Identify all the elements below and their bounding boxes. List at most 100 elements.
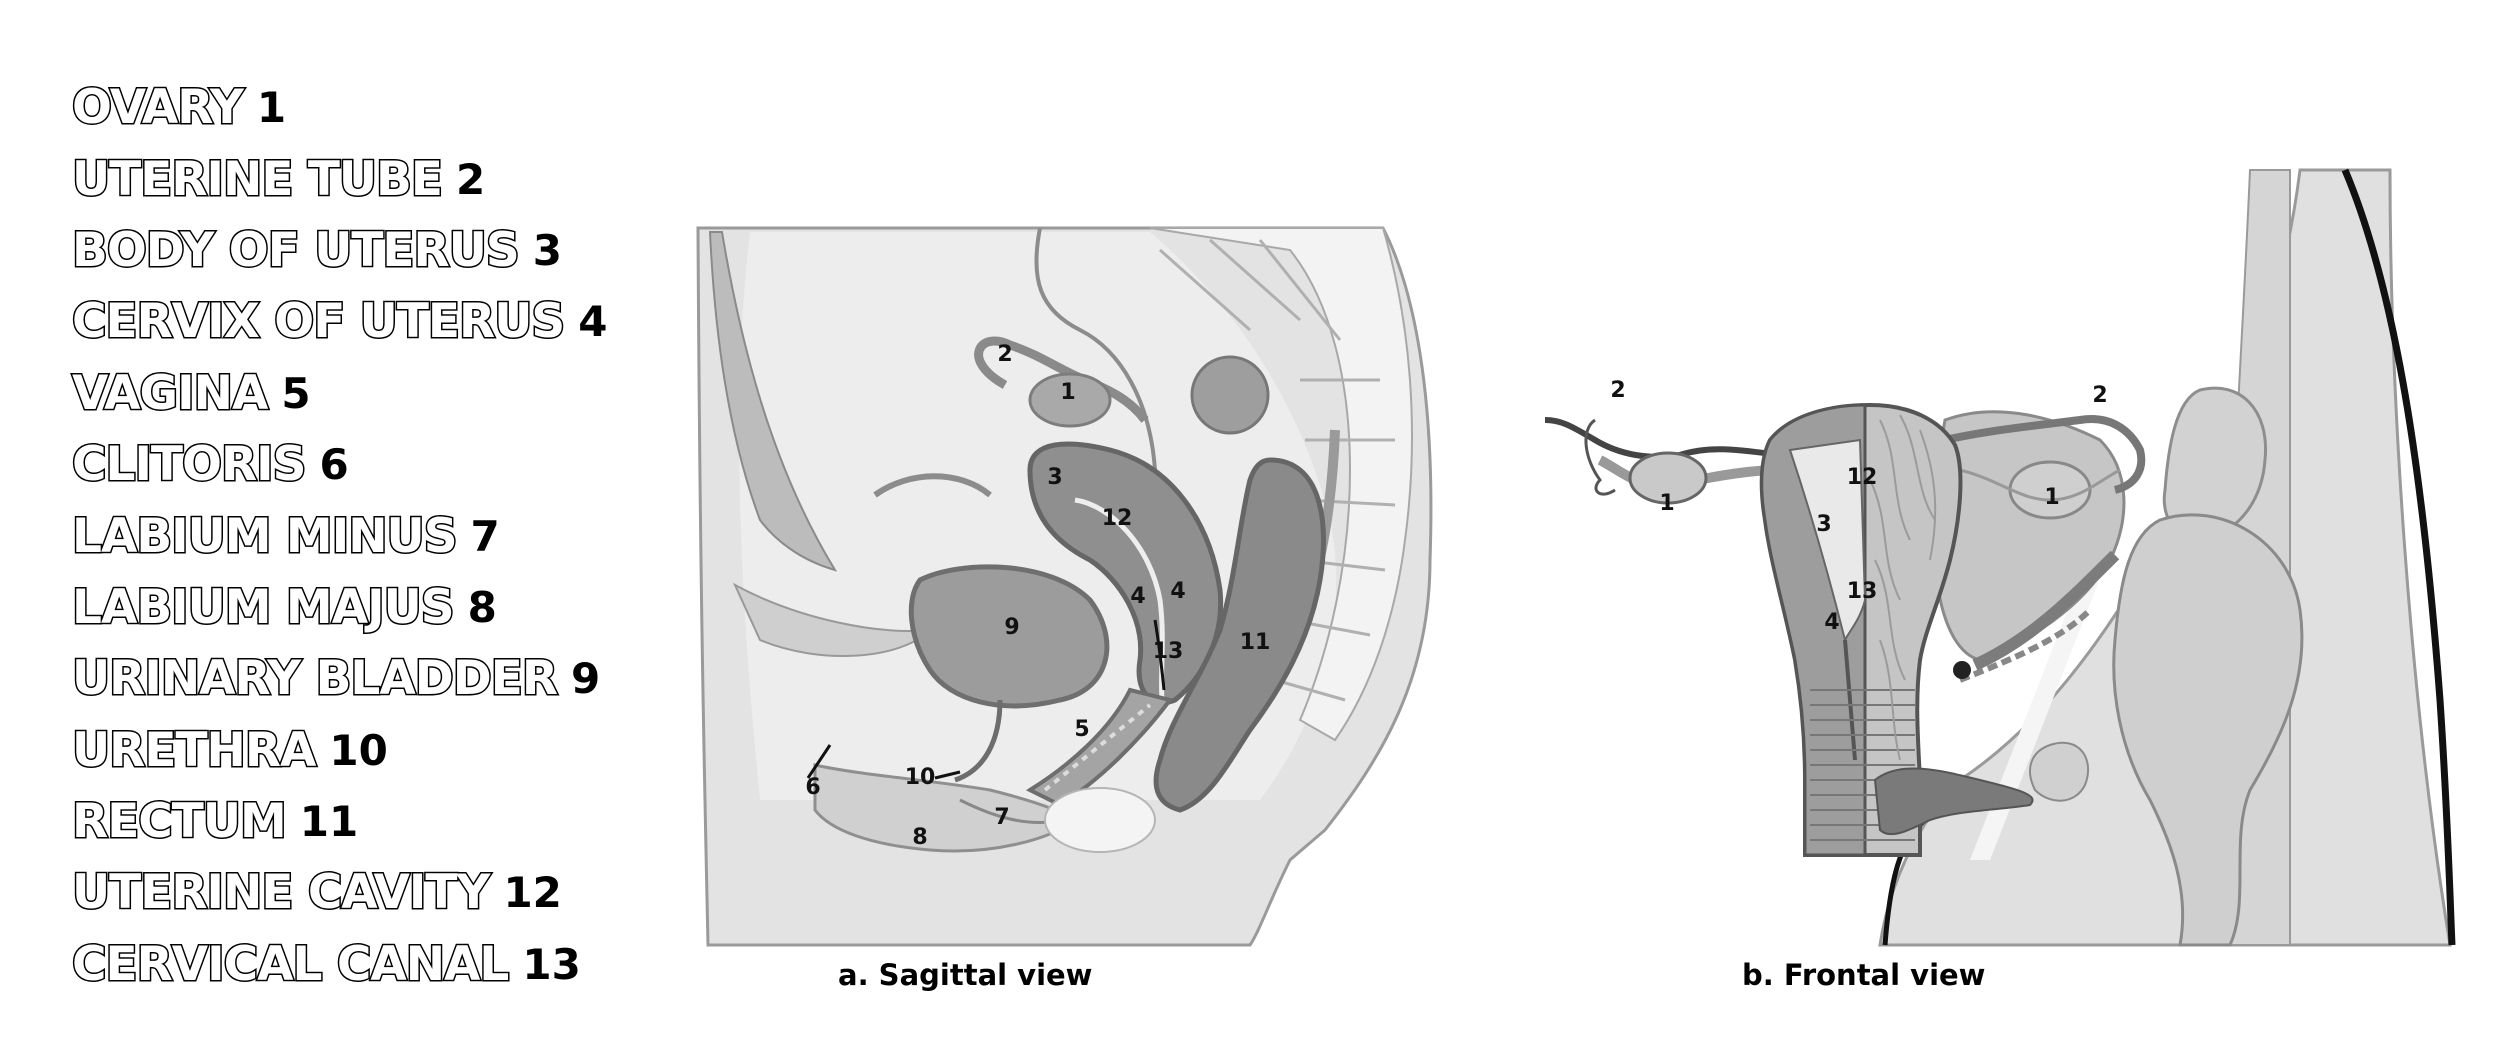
legend-item-number: 6 <box>319 440 349 490</box>
label-canal-sagittal: 13 <box>1153 639 1184 664</box>
sagittal-uterine-tube <box>974 336 1149 423</box>
frontal-vasculature <box>1869 414 1937 761</box>
label-body-sagittal: 3 <box>1047 465 1062 490</box>
vaginal-rugae <box>1043 703 1152 792</box>
colon-section <box>1190 355 1270 435</box>
legend-item-number: 2 <box>455 154 486 204</box>
legend-item-number: 8 <box>467 582 497 632</box>
label-tube-right-frontal: 2 <box>2092 383 2107 408</box>
legend-item-name: CERVICAL CANAL <box>70 935 510 993</box>
broad-ligament <box>1932 410 2126 662</box>
sagittal-uterus <box>1027 441 1224 706</box>
ischium <box>2029 741 2090 802</box>
sagittal-leader-lines <box>806 619 1166 780</box>
frontal-cavity <box>1788 438 1867 643</box>
legend-item-name: LABIUM MINUS <box>71 507 460 565</box>
label-ovary-left-frontal: 1 <box>1659 491 1674 516</box>
legend-item-name: OVARY <box>71 79 246 137</box>
sagittal-ovary <box>1028 372 1112 428</box>
label-cervix-frontal: 4 <box>1824 610 1839 635</box>
frontal-dot <box>1953 661 1971 679</box>
label-ovary-sagittal: 1 <box>1060 380 1075 405</box>
legend-item-number: 5 <box>281 368 311 418</box>
frontal-tube-left <box>1544 417 1781 460</box>
legend-item-name: BODY OF UTERUS <box>71 221 522 279</box>
legend-item-name: CLITORIS <box>70 436 307 494</box>
legend-item-number: 13 <box>522 939 581 989</box>
legend-item-name: URINARY BLADDER <box>70 650 559 708</box>
label-cavity-frontal: 12 <box>1847 465 1878 490</box>
label-labium-minus-sagittal: 7 <box>994 805 1009 830</box>
legend-item-number: 7 <box>470 511 500 561</box>
label-clitoris-sagittal: 6 <box>805 775 820 800</box>
legend-item-name: RECTUM <box>71 793 289 851</box>
legend-item-number: 9 <box>571 654 601 704</box>
label-tube-sagittal: 2 <box>997 342 1012 367</box>
frontal-canal <box>1843 639 1857 761</box>
sagittal-bladder <box>908 564 1110 709</box>
frontal-vulva <box>1873 767 2034 836</box>
legend-item-name: UTERINE TUBE <box>71 150 445 208</box>
legend-item-name: URETHRA <box>70 721 317 779</box>
sagittal-rectum <box>1153 457 1326 813</box>
legend-item-number: 1 <box>256 83 287 133</box>
label-canal-frontal: 13 <box>1847 579 1878 604</box>
fimbriae-left <box>1584 418 1616 496</box>
femoral-head <box>2112 513 2304 947</box>
caption-sagittal: a. Sagittal view <box>838 958 1093 992</box>
legend-item-number: 4 <box>578 297 608 347</box>
sagittal-labels: 1 2 3 4 4 5 6 7 8 9 10 11 12 13 <box>805 342 1270 850</box>
label-tube-left-frontal: 2 <box>1610 378 1625 403</box>
right-vessels <box>1959 468 2121 502</box>
label-cervix-a-sagittal: 4 <box>1130 584 1145 609</box>
legend-item-name: UTERINE CAVITY <box>70 864 491 922</box>
sagittal-urethra <box>954 699 1003 783</box>
sacrum <box>1149 227 1413 742</box>
legend-item-name: CERVIX OF UTERUS <box>70 293 566 351</box>
ligament-vessels <box>1958 607 2093 683</box>
labium-minus-fold <box>959 798 1051 825</box>
round-ligament <box>873 473 992 498</box>
label-body-frontal: 3 <box>1816 512 1831 537</box>
legend-item-number: 11 <box>299 797 359 847</box>
label-cavity-sagittal: 12 <box>1102 506 1133 531</box>
light-strip <box>1970 540 2115 860</box>
buttock <box>1044 787 1156 853</box>
frontal-ovary-left <box>1628 451 1708 505</box>
frontal-labels: 2 2 1 1 12 3 13 4 <box>1610 378 2107 635</box>
frontal-view: 2 2 1 1 12 3 13 4 <box>1544 168 2456 947</box>
label-cervix-b-sagittal: 4 <box>1170 579 1185 604</box>
label-rectum-sagittal: 11 <box>1240 630 1271 655</box>
legend-item-name: LABIUM MAJUS <box>71 578 457 636</box>
label-ovary-right-frontal: 1 <box>2044 485 2059 510</box>
legend-item-name: VAGINA <box>70 364 269 422</box>
label-labium-majus-sagittal: 8 <box>912 825 927 850</box>
legend-item-number: 10 <box>329 725 388 775</box>
label-urethra-sagittal: 10 <box>905 765 936 790</box>
pubic-bone <box>708 231 838 572</box>
caption-frontal: b. Frontal view <box>1742 958 1986 992</box>
legend-item-number: 3 <box>532 225 562 275</box>
label-vagina-sagittal: 5 <box>1074 717 1089 742</box>
legend-item-number: 12 <box>503 868 562 918</box>
frontal-tube-right <box>1944 415 2146 494</box>
sagittal-view: 1 2 3 4 4 5 6 7 8 9 10 11 12 13 <box>696 226 1433 947</box>
skin-outline <box>2341 168 2456 946</box>
label-bladder-sagittal: 9 <box>1004 615 1019 640</box>
ovarian-ligament <box>1972 550 2120 671</box>
